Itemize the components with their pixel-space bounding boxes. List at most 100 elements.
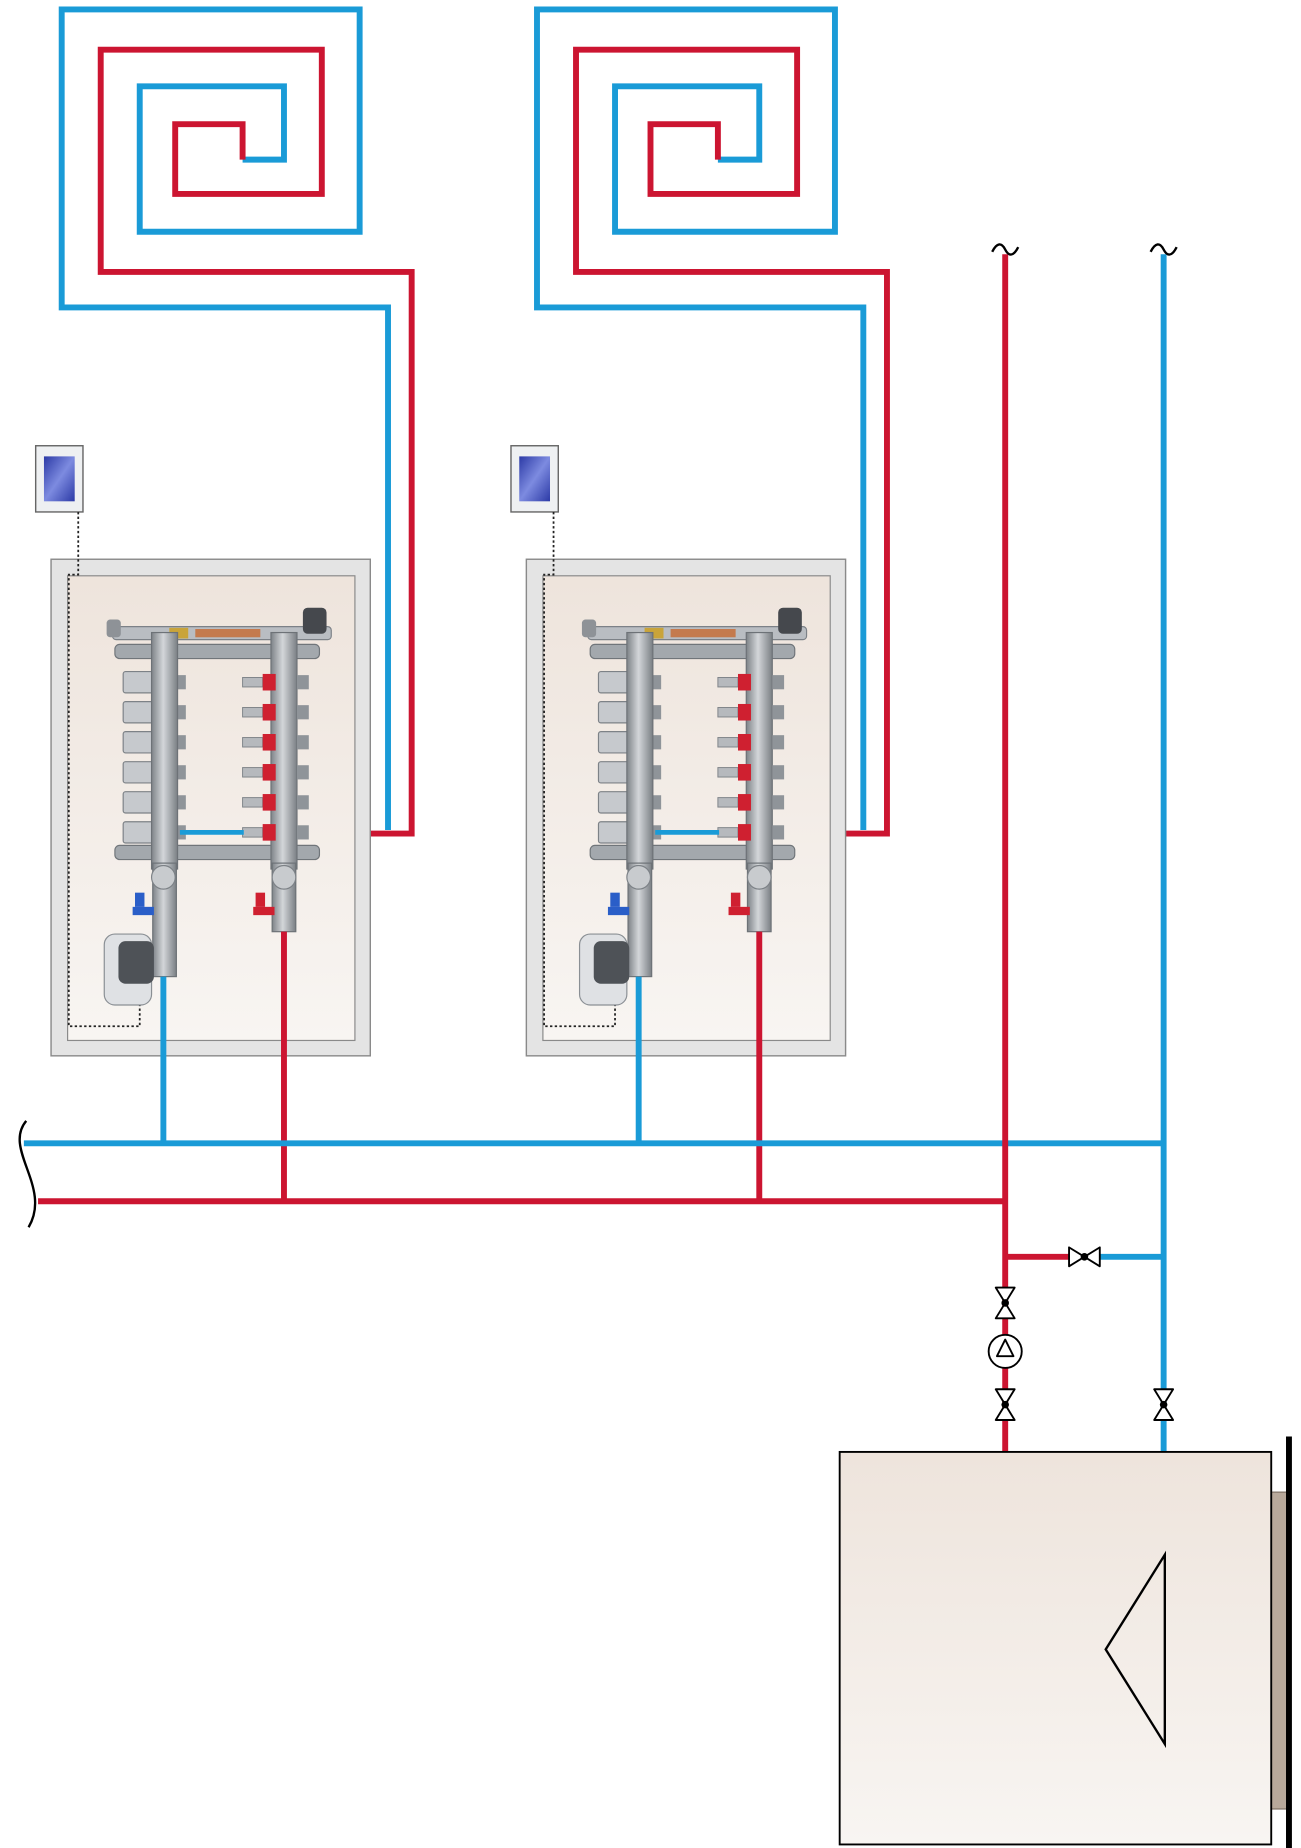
zone-valve-actuator-icon xyxy=(778,607,802,634)
return-port xyxy=(597,670,630,694)
flow-meter-red xyxy=(262,733,276,751)
supply-port-cap xyxy=(717,707,739,718)
return-port-nut xyxy=(177,705,186,720)
blue-valve-handle-icon xyxy=(610,892,620,907)
brass-fitting xyxy=(169,627,189,639)
pump-motor-icon xyxy=(593,941,630,984)
return-port-nut xyxy=(652,795,662,810)
supply-port-nut xyxy=(296,705,309,720)
burner-symbol xyxy=(1104,1550,1167,1749)
flow-meter-red xyxy=(262,764,276,781)
supply-port-nut xyxy=(296,735,309,750)
return-manifold-bar xyxy=(150,631,179,870)
bypass-valve-icon xyxy=(1068,1246,1101,1268)
air-vent-icon xyxy=(581,619,597,638)
flow-meter-red xyxy=(737,794,751,811)
red-valve-handle-icon xyxy=(730,892,741,907)
return-port xyxy=(122,821,155,844)
blue-valve-lever xyxy=(607,906,630,916)
thermostat-screen xyxy=(519,456,551,502)
room-thermostat-icon xyxy=(510,445,559,513)
return-port xyxy=(122,701,155,724)
return-port xyxy=(597,791,630,814)
flow-meter-red xyxy=(262,703,276,721)
return-port-nut xyxy=(177,765,186,780)
floor-loop-return xyxy=(58,6,391,831)
boiler-body xyxy=(838,1450,1273,1846)
heating-zone-1 xyxy=(34,6,415,1202)
supply-port-cap xyxy=(717,797,739,808)
return-port xyxy=(122,731,155,754)
return-union xyxy=(150,864,176,890)
supply-port-cap xyxy=(242,677,264,688)
supply-port-nut xyxy=(772,795,785,810)
return-port xyxy=(122,670,155,694)
return-port-nut xyxy=(177,675,186,690)
return-port-nut xyxy=(652,675,662,690)
flow-meter-red xyxy=(262,824,276,841)
supply-port-cap xyxy=(242,737,264,748)
supply-port-cap xyxy=(242,797,264,808)
pump-motor-icon xyxy=(118,941,154,984)
thermostat-wire xyxy=(67,511,141,1028)
return-port xyxy=(597,821,630,844)
supply-union xyxy=(746,864,772,890)
heating-zone-2 xyxy=(510,6,890,1202)
return-port-nut xyxy=(177,735,186,750)
copper-pipe xyxy=(195,629,261,638)
return-port xyxy=(597,701,630,724)
pipe-break-mark xyxy=(991,243,1020,256)
blue-valve-handle-icon xyxy=(134,892,145,907)
flow-meter-red xyxy=(262,794,276,811)
supply-port-cap xyxy=(717,827,739,838)
return-port-nut xyxy=(652,705,662,720)
circulation-pump-icon xyxy=(987,1333,1023,1369)
isolation-valve-icon xyxy=(994,1286,1016,1320)
isolation-valve-icon xyxy=(1153,1388,1175,1421)
supply-port-cap xyxy=(717,677,739,688)
air-vent-icon xyxy=(106,619,121,638)
supply-port-cap xyxy=(717,767,739,778)
supply-port-nut xyxy=(772,705,785,720)
supply-port-nut xyxy=(772,825,785,840)
return-port xyxy=(597,731,630,754)
return-port-nut xyxy=(177,795,186,810)
supply-port-cap xyxy=(717,737,739,748)
floor-loop-return xyxy=(534,6,867,831)
red-valve-lever xyxy=(728,906,750,916)
boiler-icon xyxy=(838,1436,1292,1848)
flow-meter-red xyxy=(737,824,751,841)
supply-union xyxy=(271,864,297,890)
flow-meter-red xyxy=(737,764,751,781)
flow-meter-red xyxy=(737,703,751,721)
return-port xyxy=(122,791,155,814)
manifold-icon xyxy=(103,607,332,1006)
supply-port-nut xyxy=(772,735,785,750)
room-thermostat-icon xyxy=(34,445,84,513)
isolation-valve-icon xyxy=(994,1388,1016,1421)
flow-meter-red xyxy=(262,673,276,691)
pipe-break-mark xyxy=(1149,243,1178,256)
floor-loop-supply xyxy=(573,46,890,837)
blue-valve-lever xyxy=(132,906,154,916)
supply-port-nut xyxy=(296,795,309,810)
supply-port-nut xyxy=(296,675,309,690)
manifold-icon xyxy=(578,607,808,1006)
zone-valve-actuator-icon xyxy=(302,607,327,634)
pipe-break-mark xyxy=(18,1120,37,1228)
supply-port-nut xyxy=(296,825,309,840)
floor-loop-supply xyxy=(97,46,415,837)
supply-port-cap xyxy=(242,767,264,778)
return-port-nut xyxy=(652,735,662,750)
return-manifold-bar xyxy=(626,631,654,870)
supply-port-nut xyxy=(772,765,785,780)
thermostat-wire xyxy=(543,511,616,1028)
return-union xyxy=(626,864,652,890)
copper-pipe xyxy=(670,629,736,638)
supply-port-nut xyxy=(772,675,785,690)
supply-port-cap xyxy=(242,827,264,838)
brass-fitting xyxy=(644,627,664,639)
flow-meter-red xyxy=(737,673,751,691)
flow-meter-red xyxy=(737,733,751,751)
